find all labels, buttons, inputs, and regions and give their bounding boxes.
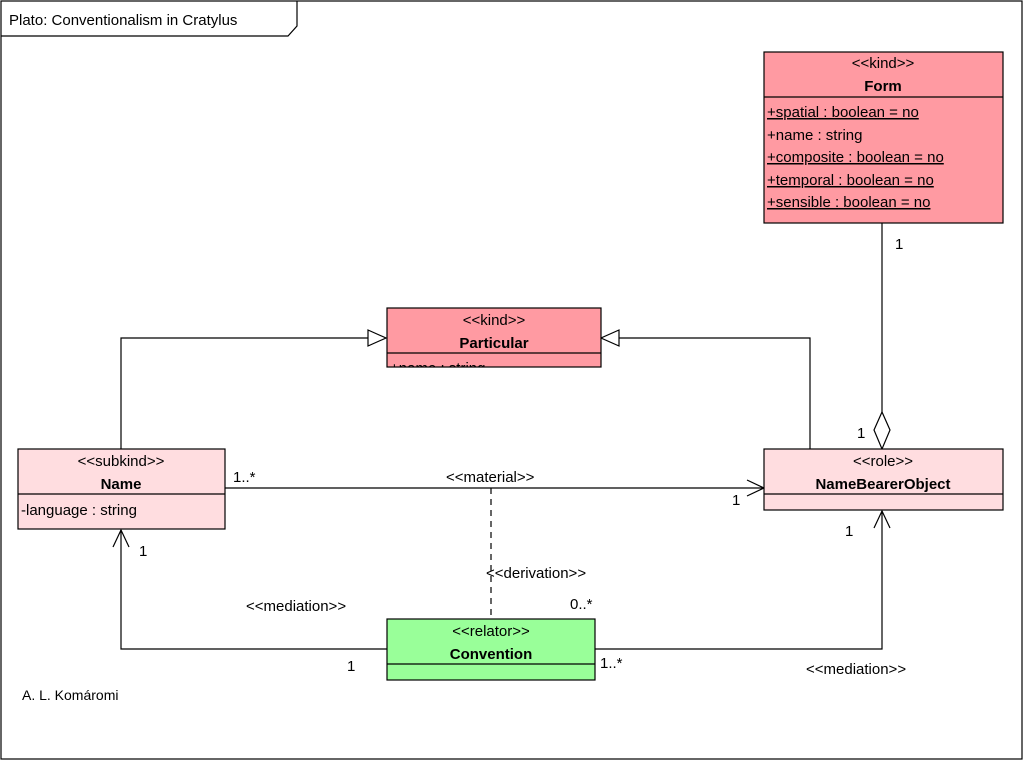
mediation-left-name-mult: 1 — [139, 543, 147, 560]
generalization-name-to-particular — [120, 337, 368, 449]
derivation-mult: 0..* — [570, 596, 593, 613]
namebearer-stereotype: <<role>> — [853, 453, 913, 470]
mediation-right-label: <<mediation>> — [806, 661, 906, 678]
form-attribute-spatial: +spatial : boolean = no — [767, 104, 919, 121]
form-stereotype: <<kind>> — [852, 55, 915, 72]
generalization-arrowhead-right — [599, 329, 620, 347]
mediation-right-bearer-mult: 1 — [845, 523, 853, 540]
form-box — [763, 51, 1004, 224]
form-aggregation-bearer-mult: 1 — [857, 425, 865, 442]
form-attribute-name: +name : string — [767, 127, 862, 144]
class-form[interactable]: <<kind>> Form +spatial : boolean = no +n… — [763, 51, 1004, 224]
particular-stereotype: <<kind>> — [463, 312, 526, 329]
mediation-right-convention-mult: 1..* — [600, 655, 623, 672]
derivation-label: <<derivation>> — [486, 565, 586, 582]
mediation-left-label: <<mediation>> — [246, 598, 346, 615]
class-particular[interactable]: <<kind>> Particular +name : string — [386, 307, 602, 377]
particular-box — [386, 307, 602, 368]
convention-name: Convention — [450, 646, 533, 663]
form-aggregation-form-mult: 1 — [895, 236, 903, 253]
generalization-arrowhead-left — [367, 329, 388, 347]
material-label: <<material>> — [446, 469, 535, 486]
name-title: Name — [101, 476, 142, 493]
generalization-bearer-to-particular — [619, 337, 811, 449]
class-name[interactable]: <<subkind>> Name -language : string — [17, 448, 226, 530]
mediation-left-line — [120, 530, 387, 650]
form-attribute-sensible: +sensible : boolean = no — [767, 194, 930, 211]
name-stereotype: <<subkind>> — [78, 453, 165, 470]
mediation-right-arrowhead — [873, 509, 891, 529]
particular-name: Particular — [459, 335, 528, 352]
namebearer-name: NameBearerObject — [815, 476, 950, 493]
material-source-mult: 1..* — [233, 469, 256, 486]
mediation-left-arrowhead — [112, 528, 130, 548]
convention-stereotype: <<relator>> — [452, 623, 530, 640]
name-attribute-language: -language : string — [21, 502, 137, 519]
frame-title: Plato: Conventionalism in Cratylus — [9, 12, 237, 29]
namebearer-box — [763, 448, 1004, 511]
class-convention[interactable]: <<relator>> Convention — [386, 618, 596, 681]
class-namebearerobject[interactable]: <<role>> NameBearerObject — [763, 448, 1004, 511]
mediation-right-line — [595, 511, 883, 650]
name-box — [17, 448, 226, 530]
particular-attribute-clipped: +name : string — [390, 360, 485, 377]
form-attribute-composite: +composite : boolean = no — [767, 149, 944, 166]
frame-title-tab — [1, 1, 298, 37]
form-attribute-temporal: +temporal : boolean = no — [767, 172, 934, 189]
convention-box — [386, 618, 596, 681]
material-target-mult: 1 — [732, 492, 740, 509]
author-credit: A. L. Komáromi — [22, 687, 118, 703]
mediation-left-convention-mult: 1 — [347, 658, 355, 675]
form-name: Form — [864, 78, 902, 95]
